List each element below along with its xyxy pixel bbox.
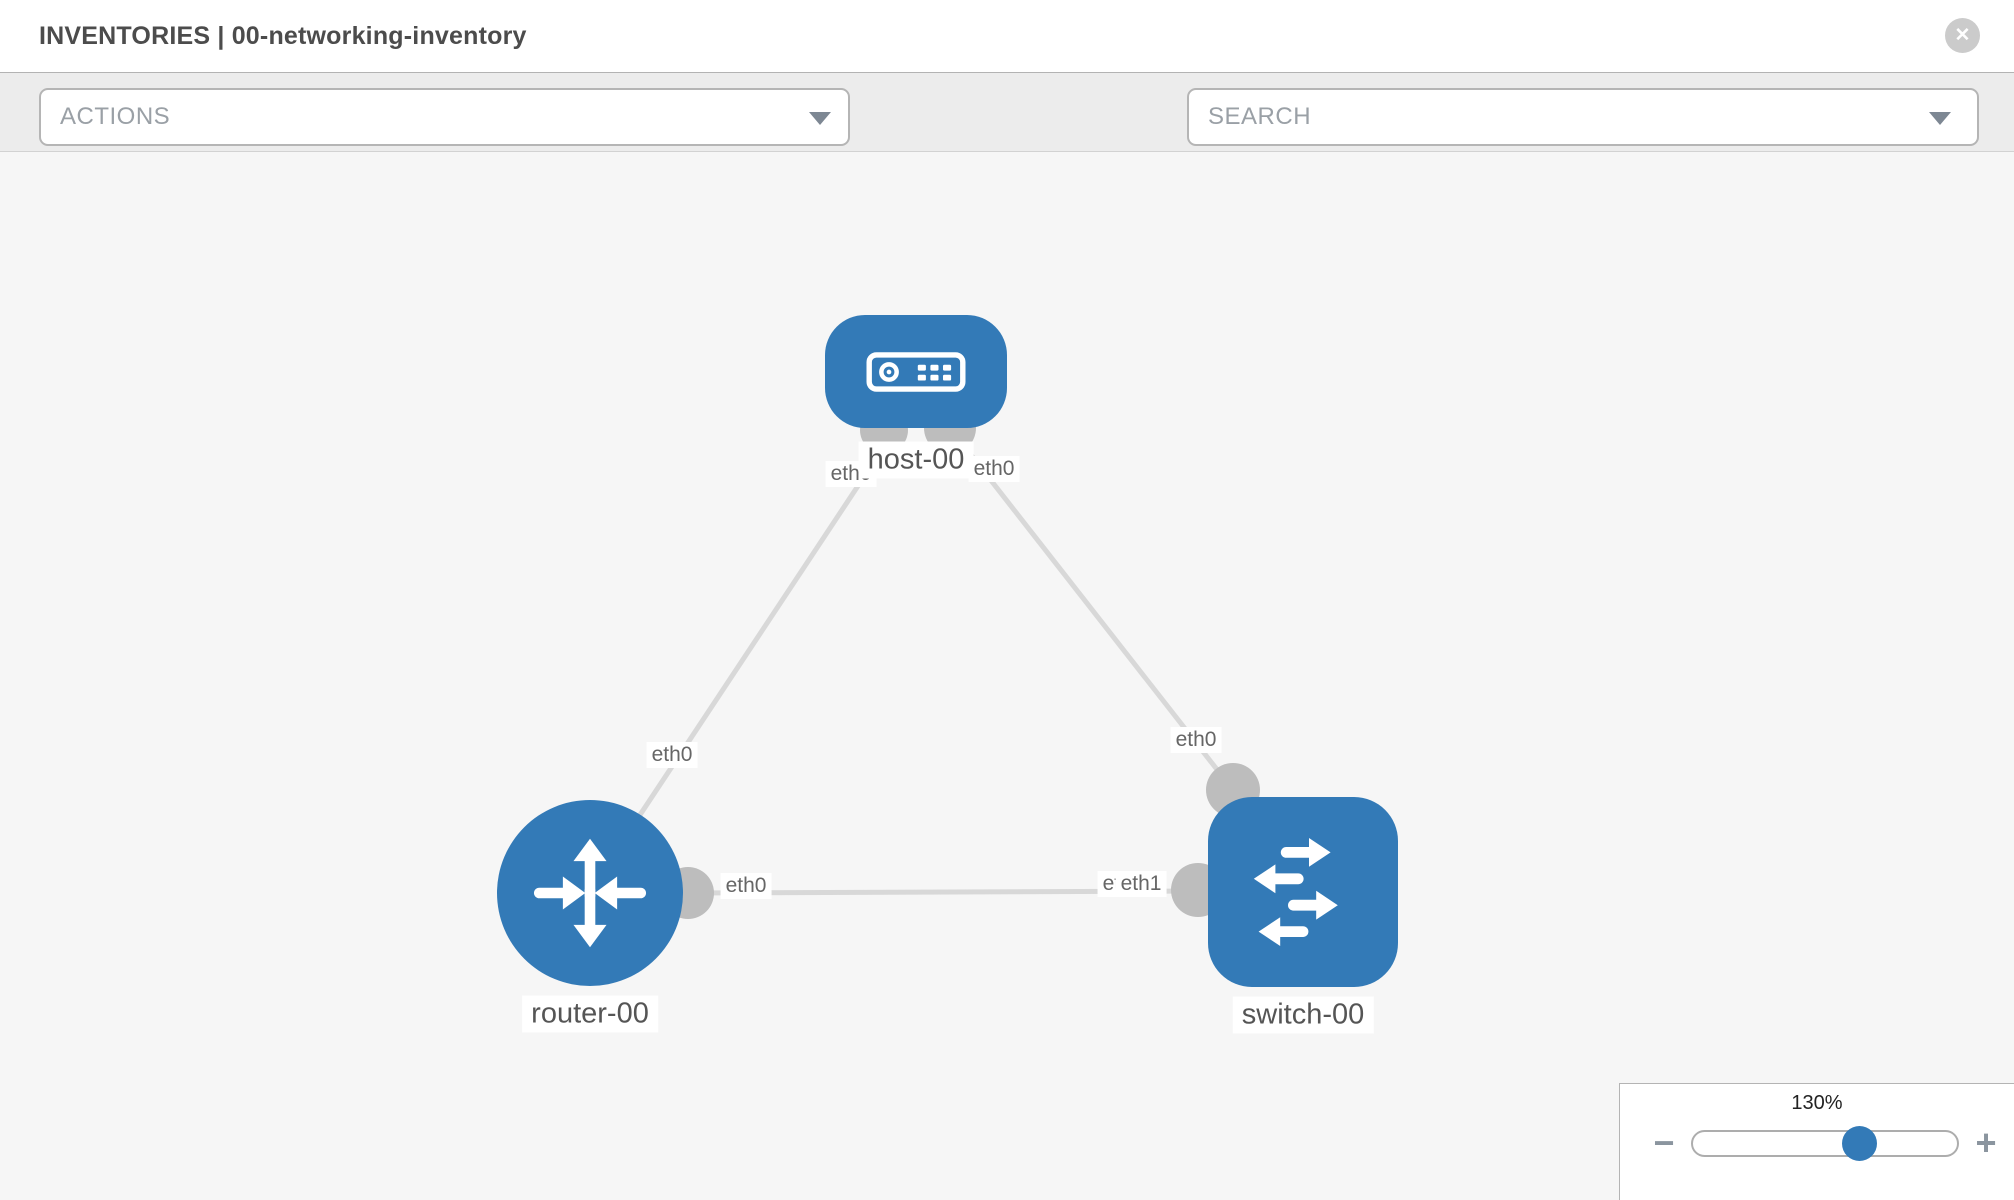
header: INVENTORIES | 00-networking-inventory ✕: [0, 0, 2014, 72]
chevron-down-icon: [1929, 112, 1951, 125]
zoom-value: 130%: [1791, 1092, 1843, 1114]
close-button[interactable]: ✕: [1945, 18, 1980, 53]
node-switch[interactable]: [1208, 797, 1398, 987]
node-host[interactable]: [825, 315, 1007, 428]
interface-label-switch-eth0: eth0: [1170, 727, 1222, 753]
interface-label-router-eth0: eth0: [720, 873, 772, 899]
interface-label-host-eth0-right: eth0: [968, 456, 1020, 482]
close-icon: ✕: [1954, 25, 1971, 46]
actions-dropdown[interactable]: ACTIONS: [39, 88, 850, 146]
search-dropdown[interactable]: SEARCH: [1187, 88, 1979, 146]
links-layer: [627, 402, 1260, 919]
interface-label-switch-eth1: eth1: [1115, 871, 1167, 897]
topology-canvas[interactable]: host-00 router-00 switch-00 eth0 eth0 et…: [0, 152, 2014, 1200]
node-label-switch: switch-00: [1232, 996, 1374, 1034]
zoom-out-button[interactable]: −: [1643, 1122, 1685, 1164]
zoom-slider-knob[interactable]: [1842, 1126, 1877, 1161]
switch-icon: [1253, 838, 1338, 946]
interface-label-router-eth0-uplink: eth0: [646, 742, 698, 768]
search-dropdown-label: SEARCH: [1208, 103, 1312, 130]
toolbar: ACTIONS SEARCH: [0, 72, 2014, 214]
zoom-slider-track[interactable]: [1691, 1130, 1959, 1157]
chevron-down-icon: [809, 112, 831, 125]
router-icon: [533, 838, 647, 948]
node-label-router: router-00: [522, 995, 658, 1033]
zoom-in-button[interactable]: +: [1965, 1122, 2007, 1164]
host-icon: [866, 351, 966, 392]
node-label-host: host-00: [858, 441, 974, 479]
actions-dropdown-label: ACTIONS: [60, 103, 171, 130]
link-host-router[interactable]: [627, 428, 898, 832]
page-title: INVENTORIES | 00-networking-inventory: [39, 22, 527, 50]
node-router[interactable]: [497, 800, 683, 986]
zoom-panel: 130% − +: [1619, 1083, 2014, 1200]
